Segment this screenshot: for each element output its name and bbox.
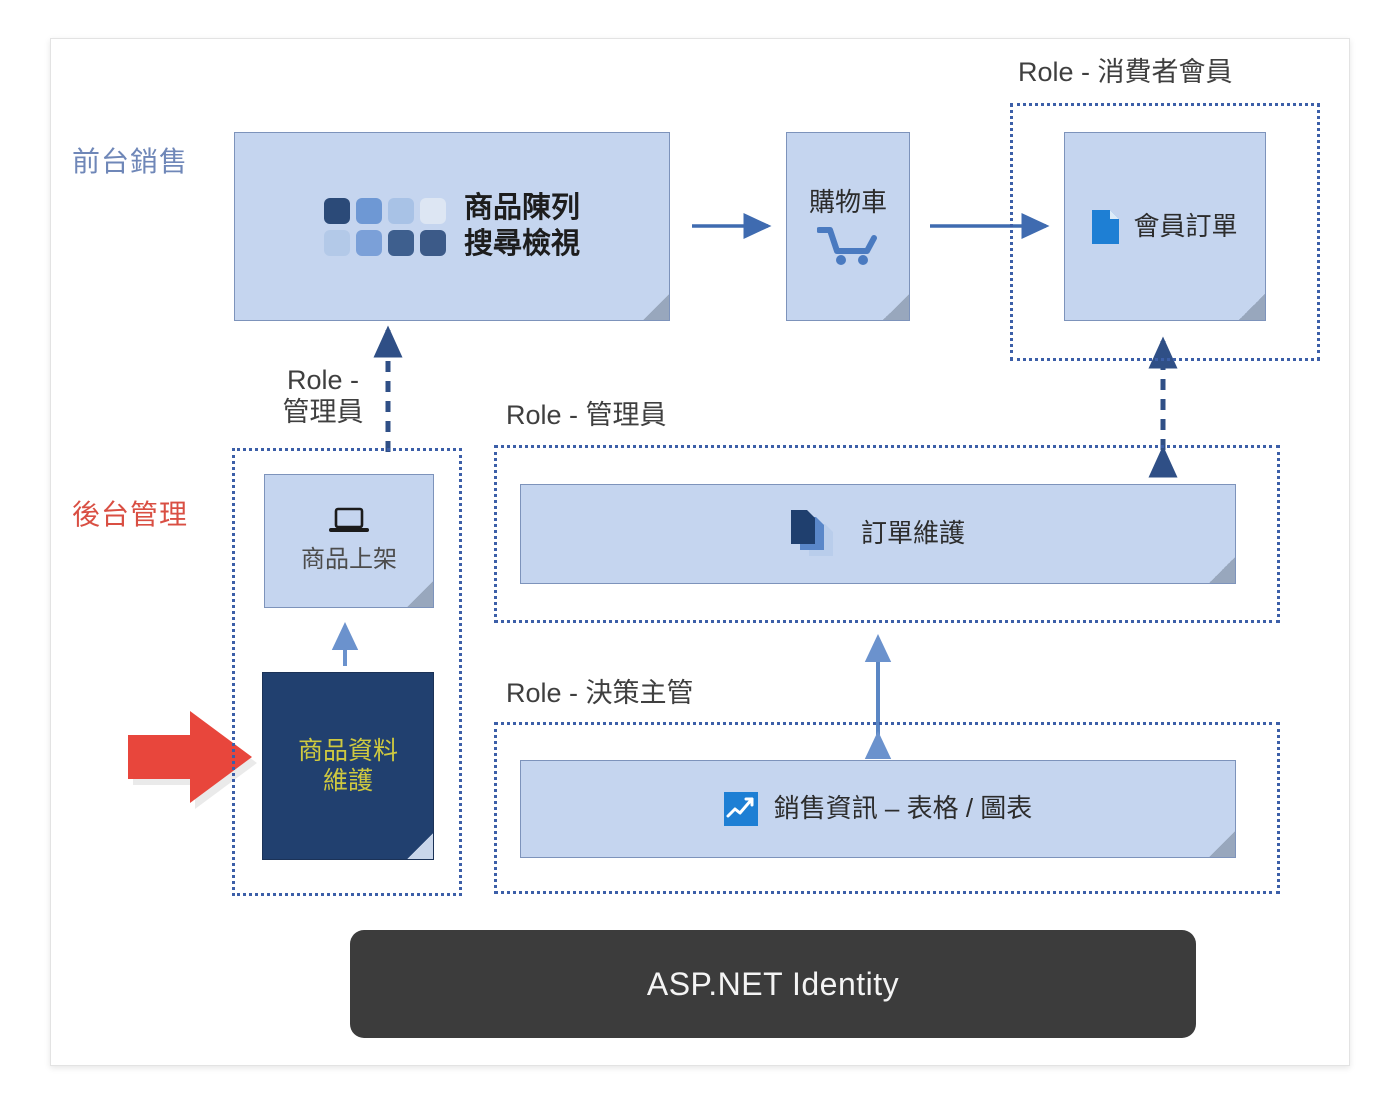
card-product-data-maintenance[interactable]: 商品資料 維護 <box>262 672 434 860</box>
card-order-maintenance[interactable]: 訂單維護 <box>520 484 1236 584</box>
card-member-order-label: 會員訂單 <box>1133 210 1238 241</box>
card-shopping-cart-label: 購物車 <box>808 186 887 217</box>
laptop-icon <box>329 507 369 535</box>
role-caption-consumer: Role - 消費者會員 <box>1018 57 1233 87</box>
grid-tiles-icon <box>323 197 446 256</box>
section-label-backend: 後台管理 <box>72 499 189 530</box>
card-product-shelf-label: 商品上架 <box>301 546 397 574</box>
card-sales-information-label: 銷售資訊 – 表格 / 圖表 <box>773 793 1033 824</box>
document-icon <box>1092 209 1120 244</box>
page-fold-corner-icon <box>1209 557 1236 584</box>
role-boundary-admin-mid <box>494 445 1280 623</box>
card-shopping-cart[interactable]: 購物車 <box>786 132 910 321</box>
page-fold-corner-icon <box>407 581 434 608</box>
line-chart-icon <box>723 792 758 826</box>
identity-platform-label: ASP.NET Identity <box>646 965 900 1002</box>
card-order-maintenance-label: 訂單維護 <box>860 518 965 549</box>
role-caption-admin-mid: Role - 管理員 <box>506 400 667 430</box>
card-sales-information[interactable]: 銷售資訊 – 表格 / 圖表 <box>520 760 1236 858</box>
page-fold-corner-icon <box>883 294 910 321</box>
card-product-shelf[interactable]: 商品上架 <box>264 474 434 608</box>
role-boundary-admin-left <box>232 448 462 896</box>
card-member-order[interactable]: 會員訂單 <box>1064 132 1266 321</box>
role-boundary-decision <box>494 722 1280 894</box>
page-fold-corner-icon <box>1239 294 1266 321</box>
page-fold-corner-icon <box>407 833 434 860</box>
page-fold-corner-icon <box>1209 831 1236 858</box>
identity-platform-bar: ASP.NET Identity <box>350 930 1196 1038</box>
role-boundary-consumer <box>1010 103 1320 361</box>
page-fold-corner-icon <box>643 294 670 321</box>
card-product-listing-label: 商品陳列 搜尋檢視 <box>463 192 580 260</box>
role-caption-admin-left: Role - 管理員 <box>282 365 364 427</box>
section-label-frontend: 前台銷售 <box>72 146 189 177</box>
stacked-documents-icon <box>790 510 845 558</box>
card-product-listing[interactable]: 商品陳列 搜尋檢視 <box>234 132 670 321</box>
role-caption-decision: Role - 決策主管 <box>506 678 694 708</box>
shopping-cart-icon <box>817 224 879 266</box>
card-product-data-maintenance-label: 商品資料 維護 <box>297 736 398 796</box>
